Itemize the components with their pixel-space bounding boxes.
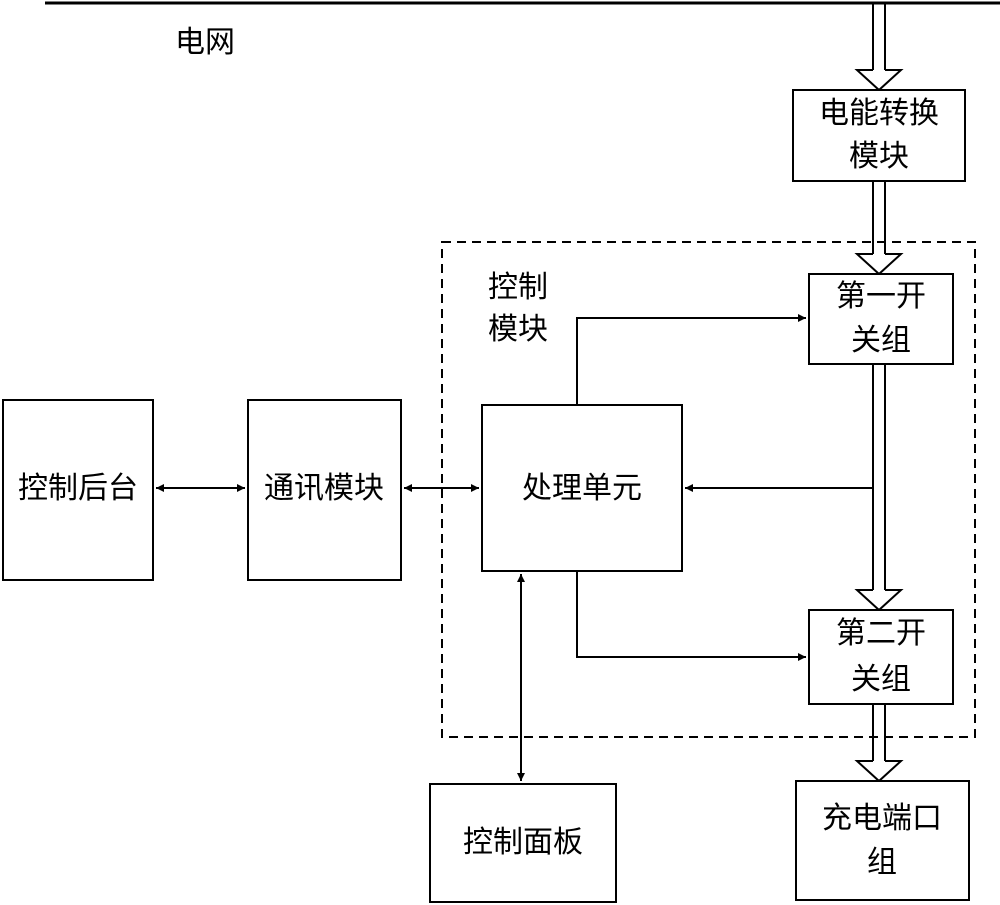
switch-group-1-label-line2: 关组 [851,323,911,358]
processing-to-switch2-link [576,571,806,661]
charging-ports-box [795,780,970,901]
control-backend-label: 控制后台 [18,471,138,506]
grid-label: 电网 [175,25,235,60]
energy-conversion-label-line1: 电能转换 [819,96,939,131]
energy-conversion-label-line2: 模块 [849,139,909,174]
charging-ports-label-line1: 充电端口 [822,801,942,836]
control-module-label-line1: 控制 [488,270,548,305]
power-arrow-converter-to-switch1 [854,181,904,276]
control-panel-label: 控制面板 [463,825,583,860]
switch-group-2-label-line2: 关组 [851,662,911,697]
control-panel-box [429,783,617,903]
switch-group-1-box [808,273,954,365]
control-backend-box [2,399,154,581]
control-module-label-line2: 模块 [488,312,548,347]
comm-module-label: 通讯模块 [264,471,384,506]
processing-unit-box [481,404,683,572]
processing-to-switch1-link [576,314,806,405]
switch-group-2-label-line1: 第二开 [836,616,926,651]
energy-conversion-box [792,89,966,182]
processing-unit-label: 处理单元 [522,471,642,506]
charging-ports-label-line2: 组 [867,845,897,880]
power-arrow-grid-to-converter [854,3,904,92]
switch-group-2-box [808,609,954,705]
power-arrow-switch2-to-ports [854,704,904,783]
comm-module-box [247,399,402,581]
switch-group-1-label-line1: 第一开 [836,279,926,314]
